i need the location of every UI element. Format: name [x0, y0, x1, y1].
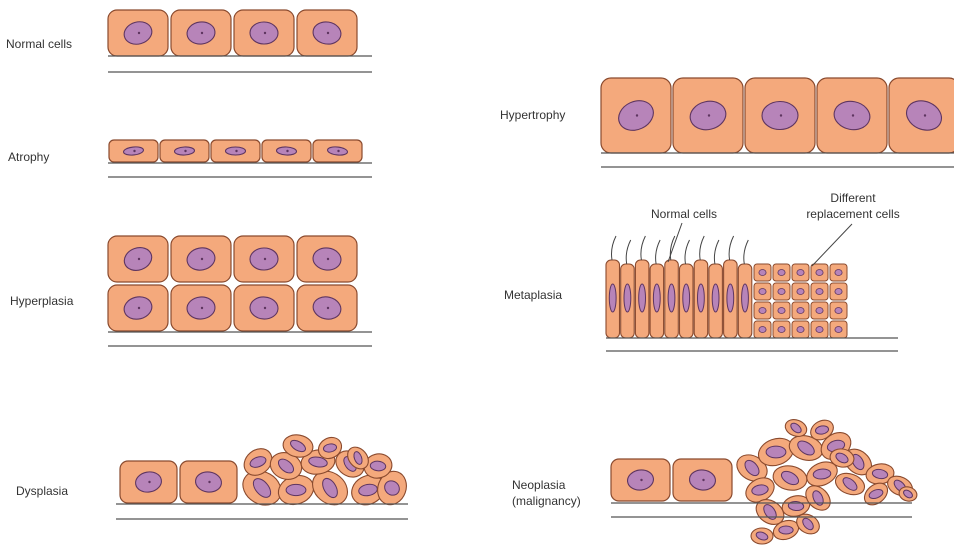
label-metaplasia: Metaplasia [504, 288, 562, 303]
nucleolus [924, 114, 926, 116]
cilium [714, 240, 719, 264]
squamous-nucleus [759, 308, 766, 314]
panel-neoplasia [611, 416, 919, 544]
cilium [729, 236, 734, 260]
label-neoplasia-line1: Neoplasia [512, 478, 565, 493]
nucleolus [337, 150, 339, 152]
cilium [641, 236, 646, 260]
panel-normal-cells [108, 10, 372, 72]
nucleolus [708, 114, 710, 116]
nucleolus [327, 32, 329, 34]
columnar-nucleus [624, 284, 631, 312]
nucleolus [201, 307, 203, 309]
squamous-nucleus [835, 270, 842, 276]
nucleolus [184, 150, 186, 152]
label-hyperplasia: Hyperplasia [10, 294, 73, 309]
cilium [612, 236, 617, 260]
squamous-nucleus [835, 308, 842, 314]
squamous-nucleus [816, 327, 823, 333]
label-dysplasia: Dysplasia [16, 484, 68, 499]
columnar-nucleus [683, 284, 690, 312]
panel-atrophy [108, 140, 372, 177]
squamous-nucleus [797, 289, 804, 295]
squamous-nucleus [778, 270, 785, 276]
nucleolus [702, 479, 704, 481]
irregular-nucleus [286, 484, 306, 495]
nucleolus [201, 32, 203, 34]
nucleolus [208, 481, 210, 483]
squamous-nucleus [759, 270, 766, 276]
cilium [626, 240, 631, 264]
columnar-nucleus [698, 284, 705, 312]
nucleolus [148, 481, 150, 483]
columnar-nucleus [609, 284, 616, 312]
panel-hyperplasia [108, 236, 372, 346]
label-different-replacement-line1: Different [788, 191, 918, 206]
panel-dysplasia [116, 433, 411, 519]
cilium [744, 240, 749, 264]
columnar-nucleus [742, 284, 749, 312]
nucleolus [235, 150, 237, 152]
columnar-nucleus [639, 284, 646, 312]
columnar-nucleus [653, 284, 660, 312]
squamous-nucleus [816, 308, 823, 314]
label-neoplasia-line2: (malignancy) [512, 494, 581, 509]
columnar-nucleus [668, 284, 675, 312]
nucleolus [201, 258, 203, 260]
label-different-replacement-line2: replacement cells [788, 207, 918, 222]
nucleolus [138, 307, 140, 309]
columnar-nucleus [712, 284, 719, 312]
nucleolus [852, 114, 854, 116]
nucleolus [640, 479, 642, 481]
squamous-nucleus [759, 289, 766, 295]
columnar-nucleus [727, 284, 734, 312]
panel-hypertrophy [601, 78, 954, 167]
nucleolus [264, 32, 266, 34]
squamous-nucleus [797, 327, 804, 333]
irregular-nucleus [779, 526, 793, 534]
label-atrophy: Atrophy [8, 150, 49, 165]
nucleolus [327, 307, 329, 309]
pointer-normal-cells [668, 223, 682, 262]
panel-metaplasia [606, 223, 898, 351]
squamous-nucleus [816, 289, 823, 295]
squamous-nucleus [835, 289, 842, 295]
label-hypertrophy: Hypertrophy [500, 108, 565, 123]
cilium [685, 240, 690, 264]
pointer-replacement-cells [812, 224, 852, 266]
nucleolus [264, 258, 266, 260]
cilium [700, 236, 705, 260]
squamous-nucleus [778, 327, 785, 333]
squamous-nucleus [778, 289, 785, 295]
nucleolus [780, 114, 782, 116]
cilium [656, 240, 661, 264]
nucleolus [264, 307, 266, 309]
squamous-nucleus [797, 308, 804, 314]
nucleolus [138, 258, 140, 260]
squamous-nucleus [778, 308, 785, 314]
nucleolus [138, 32, 140, 34]
label-normal-cells: Normal cells [6, 37, 72, 52]
squamous-nucleus [759, 327, 766, 333]
irregular-nucleus [766, 446, 786, 458]
squamous-nucleus [835, 327, 842, 333]
nucleolus [286, 150, 288, 152]
nucleolus [133, 150, 135, 152]
nucleolus [327, 258, 329, 260]
nucleolus [636, 114, 638, 116]
squamous-nucleus [816, 270, 823, 276]
squamous-nucleus [797, 270, 804, 276]
label-metaplasia-normal-cells: Normal cells [651, 207, 717, 222]
